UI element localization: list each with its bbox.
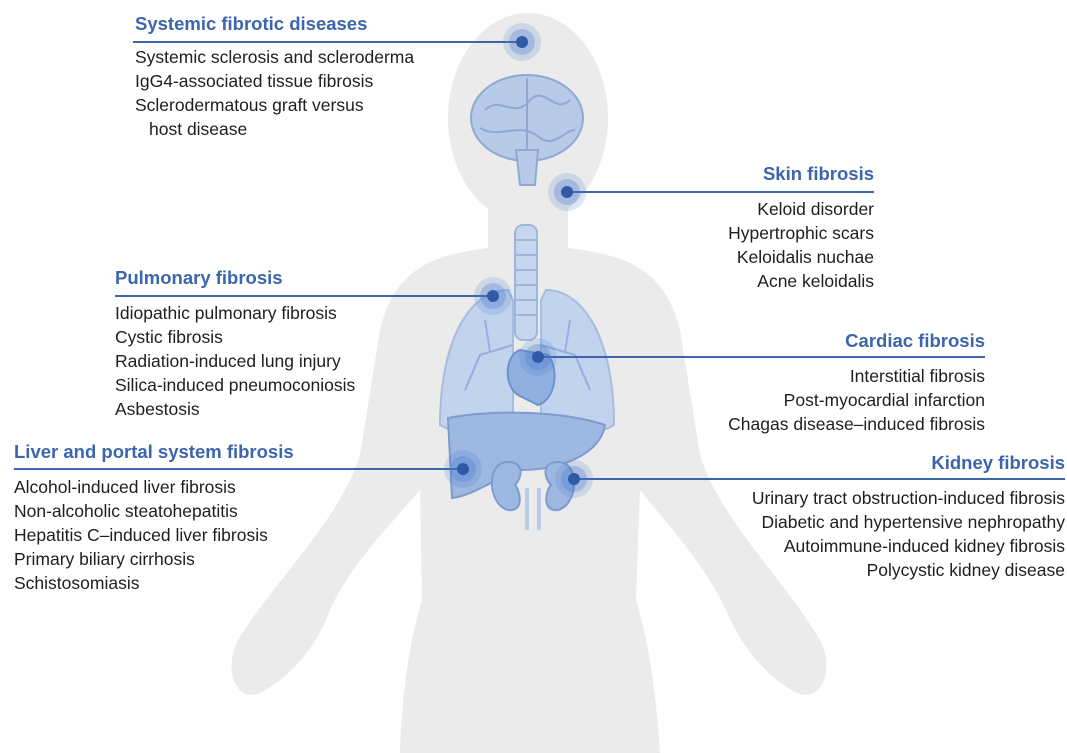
list-item: Sclerodermatous graft versus — [135, 93, 414, 117]
list-item: Autoimmune-induced kidney fibrosis — [752, 534, 1065, 558]
list-item: Keloid disorder — [728, 197, 874, 221]
group-skin-fibrosis: Skin fibrosis Keloid disorder Hypertroph… — [728, 163, 874, 293]
group-title: Kidney fibrosis — [752, 452, 1065, 474]
list-item: Keloidalis nuchae — [728, 245, 874, 269]
list-item: Alcohol-induced liver fibrosis — [14, 475, 294, 499]
list-item: Radiation-induced lung injury — [115, 349, 355, 373]
group-title: Liver and portal system fibrosis — [14, 441, 294, 463]
list-item: Non-alcoholic steatohepatitis — [14, 499, 294, 523]
group-cardiac-fibrosis: Cardiac fibrosis Interstitial fibrosis P… — [728, 330, 985, 436]
list-item: Hepatitis C–induced liver fibrosis — [14, 523, 294, 547]
list-item: Polycystic kidney disease — [752, 558, 1065, 582]
list-item: Cystic fibrosis — [115, 325, 355, 349]
list-item: Hypertrophic scars — [728, 221, 874, 245]
list-item: Acne keloidalis — [728, 269, 874, 293]
list-item: Schistosomiasis — [14, 571, 294, 595]
group-pulmonary-fibrosis: Pulmonary fibrosis Idiopathic pulmonary … — [115, 267, 355, 421]
group-kidney-fibrosis: Kidney fibrosis Urinary tract obstructio… — [752, 452, 1065, 582]
list-item: Silica-induced pneumoconiosis — [115, 373, 355, 397]
list-item: Post-myocardial infarction — [728, 388, 985, 412]
group-liver-portal-fibrosis: Liver and portal system fibrosis Alcohol… — [14, 441, 294, 595]
trachea-icon — [515, 225, 537, 340]
list-item: IgG4-associated tissue fibrosis — [135, 69, 414, 93]
list-item: Urinary tract obstruction-induced fibros… — [752, 486, 1065, 510]
list-item: Diabetic and hypertensive nephropathy — [752, 510, 1065, 534]
group-title: Pulmonary fibrosis — [115, 267, 355, 289]
list-item: Interstitial fibrosis — [728, 364, 985, 388]
group-title: Cardiac fibrosis — [728, 330, 985, 352]
list-item: Asbestosis — [115, 397, 355, 421]
list-item: Systemic sclerosis and scleroderma — [135, 45, 414, 69]
list-item: Primary biliary cirrhosis — [14, 547, 294, 571]
group-title: Skin fibrosis — [728, 163, 874, 185]
group-systemic-fibrotic-diseases: Systemic fibrotic diseases Systemic scle… — [135, 13, 414, 141]
list-item: Chagas disease–induced fibrosis — [728, 412, 985, 436]
list-item: Idiopathic pulmonary fibrosis — [115, 301, 355, 325]
group-title: Systemic fibrotic diseases — [135, 13, 414, 35]
list-item: host disease — [135, 117, 414, 141]
